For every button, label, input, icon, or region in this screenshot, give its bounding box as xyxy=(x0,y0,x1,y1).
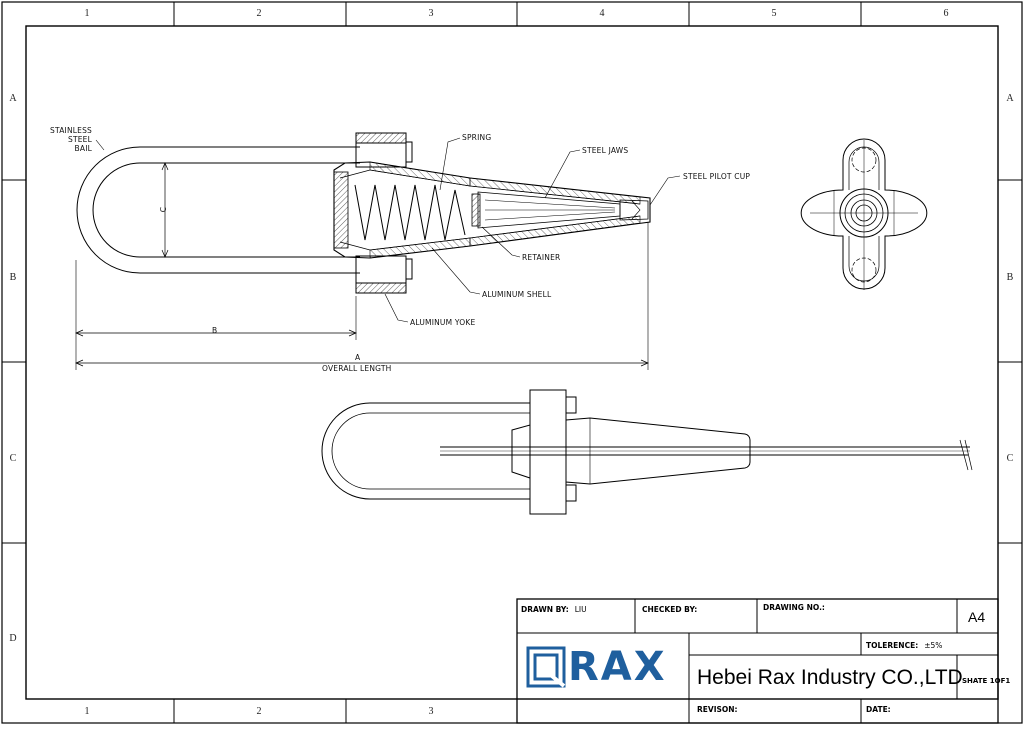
bail-inner xyxy=(92,162,360,258)
zone-row-c-right: C xyxy=(1006,453,1014,464)
date-label: DATE: xyxy=(866,705,891,714)
yoke-top xyxy=(355,132,407,144)
zone-row-a: A xyxy=(9,93,17,104)
tolerance-value: ±5% xyxy=(924,641,943,650)
zone-col-6: 6 xyxy=(943,8,949,19)
paper-size: A4 xyxy=(968,609,986,625)
zone-col-4: 4 xyxy=(599,8,605,19)
zone-col-3-bottom: 3 xyxy=(428,706,434,717)
pilot-cup xyxy=(619,199,649,221)
callout-retainer: RETAINER xyxy=(522,253,561,262)
company-name: Hebei Rax Industry CO.,LTD xyxy=(697,666,963,689)
zone-col-2-bottom: 2 xyxy=(256,706,262,717)
drawn-by-label: DRAWN BY: xyxy=(521,605,569,614)
zone-row-d: D xyxy=(9,633,17,644)
zone-row-b-right: B xyxy=(1006,272,1014,283)
assembly-shell xyxy=(565,417,751,485)
zone-row-c: C xyxy=(9,453,17,464)
checked-by-label: CHECKED BY: xyxy=(642,605,698,614)
zone-col-1-bottom: 1 xyxy=(84,706,90,717)
callout-aluminum-yoke: ALUMINUM YOKE xyxy=(410,318,476,327)
assembly-view xyxy=(321,389,973,515)
zone-col-5: 5 xyxy=(771,8,777,19)
zone-row-b: B xyxy=(9,272,17,283)
zone-row-a-right: A xyxy=(1006,93,1014,104)
yoke-bottom xyxy=(355,282,407,294)
drawn-by-value: LIU xyxy=(574,605,587,614)
rax-logo-text: RAX xyxy=(568,644,667,690)
shell-outline xyxy=(333,161,651,259)
tolerance-label: TOLERENCE: xyxy=(866,641,919,650)
dimension-a: A xyxy=(355,353,361,362)
drawing-no-label: DRAWING NO.: xyxy=(763,603,825,612)
zone-col-2: 2 xyxy=(256,8,262,19)
tolerance: TOLERENCE: ±5% xyxy=(866,641,942,650)
spring xyxy=(354,184,466,241)
zone-col-3: 3 xyxy=(428,8,434,19)
zone-col-1: 1 xyxy=(84,8,90,19)
callout-aluminum-shell: ALUMINUM SHELL xyxy=(482,290,552,299)
rax-logo-mark xyxy=(526,646,566,688)
callout-steel-pilot-cup: STEEL PILOT CUP xyxy=(683,172,751,181)
sheet-number: SHATE 1OF1 xyxy=(962,677,1011,685)
dimension-c: C xyxy=(159,206,169,213)
end-view xyxy=(800,138,928,290)
bail-outline xyxy=(76,146,360,274)
revision-label: REVISON: xyxy=(697,705,738,714)
drawn-by: DRAWN BY: LIU xyxy=(521,605,587,614)
dimension-b: B xyxy=(212,326,218,335)
callout-stainless-steel-bail: STAINLESS STEEL BAIL xyxy=(50,126,92,153)
dimension-overall-length: OVERALL LENGTH xyxy=(322,364,392,373)
section-view xyxy=(75,132,681,370)
callout-steel-jaws: STEEL JAWS xyxy=(582,146,629,155)
callout-spring: SPRING xyxy=(462,133,492,142)
cable xyxy=(440,446,970,456)
retainer xyxy=(471,193,481,227)
title-block xyxy=(516,598,999,724)
